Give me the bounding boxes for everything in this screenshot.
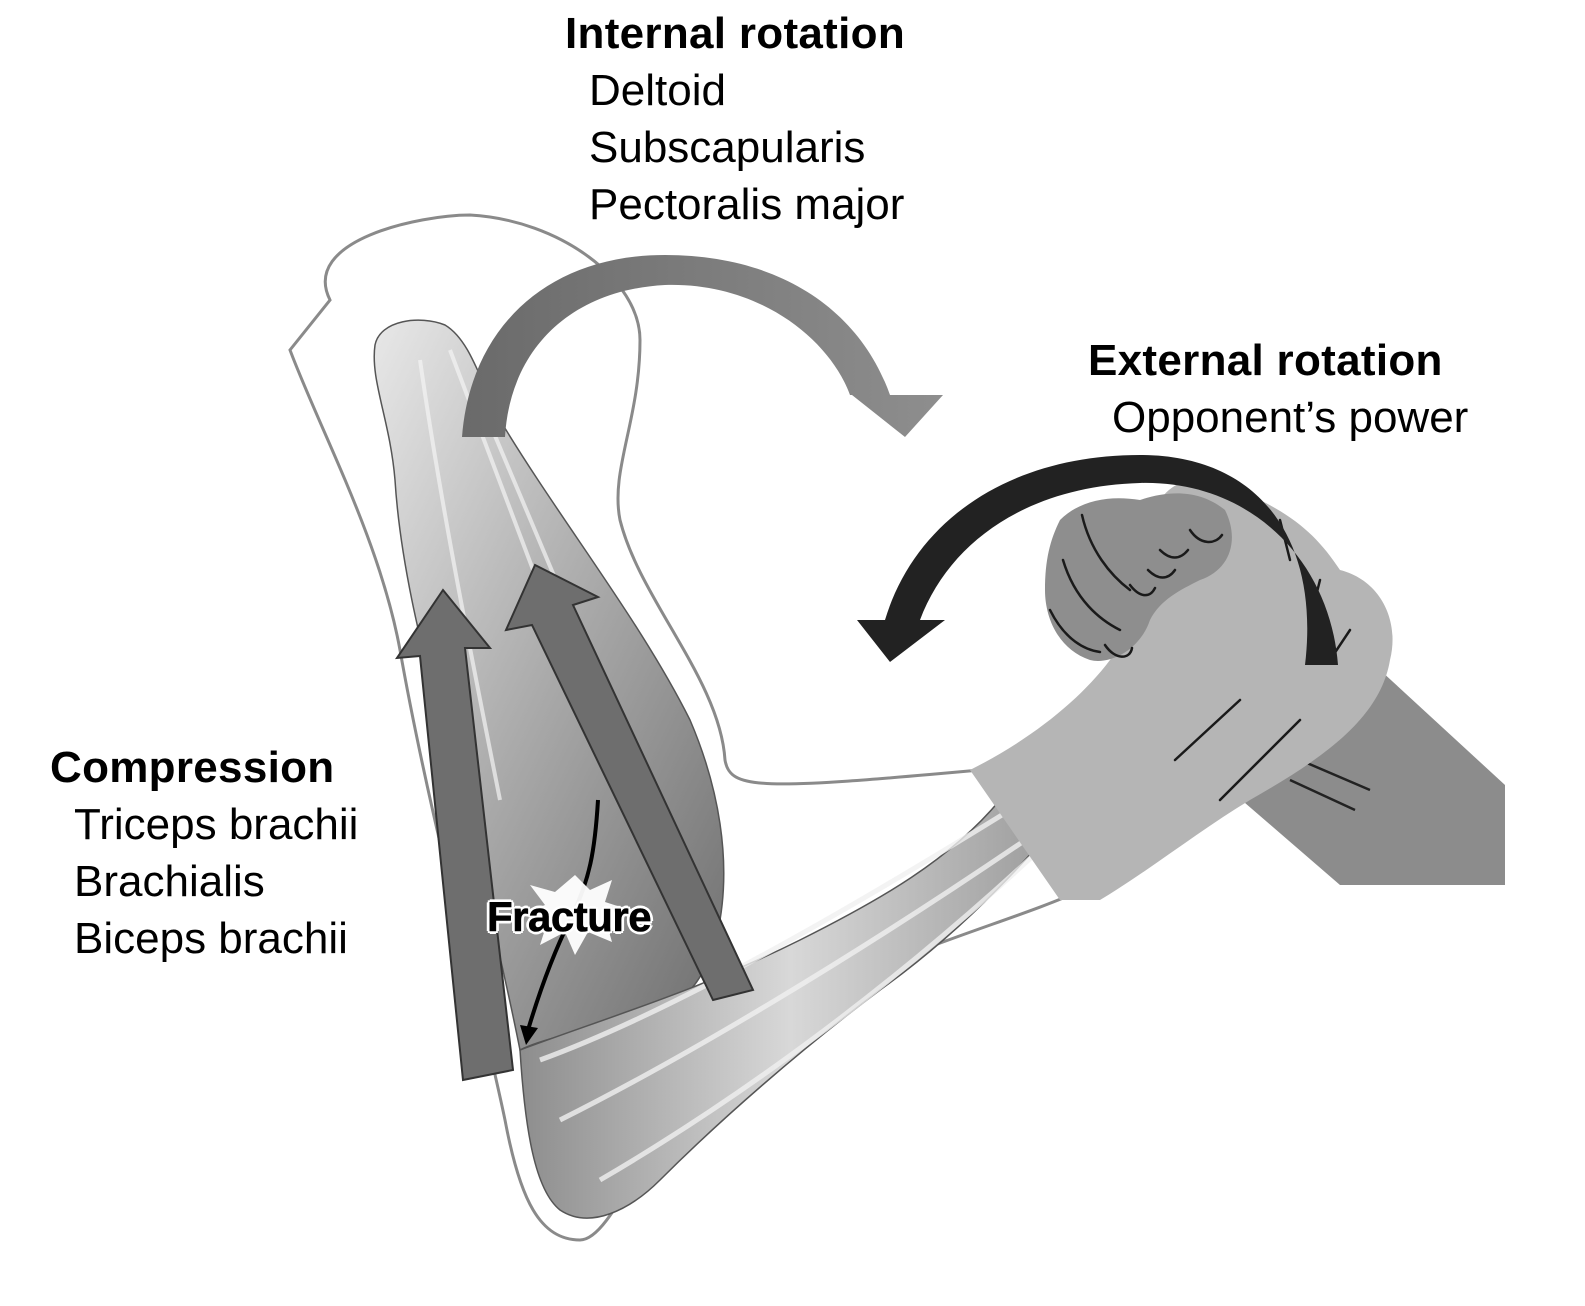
external-rotation-label-group: External rotation Opponent’s power [1088, 333, 1468, 446]
compression-title: Compression [50, 743, 335, 792]
fracture-burst-icon [520, 875, 630, 955]
muscle-label: Biceps brachii [74, 914, 348, 963]
muscle-label: Brachialis [74, 857, 265, 906]
muscle-label: Pectoralis major [589, 180, 905, 229]
opponent-forearm-lines [1289, 758, 1371, 812]
compression-arrow-left [394, 588, 515, 1082]
force-label: Opponent’s power [1112, 393, 1469, 442]
muscle-label: Subscapularis [589, 123, 866, 172]
fracture-label: Fracture [487, 893, 652, 941]
muscle-label: Triceps brachii [74, 800, 359, 849]
muscle-label: Deltoid [589, 66, 726, 115]
internal-rotation-arrow [462, 255, 943, 437]
opponent-forearm [1230, 670, 1505, 885]
compression-label-group: Compression Triceps brachii Brachialis B… [50, 740, 358, 967]
internal-rotation-title: Internal rotation [565, 9, 905, 58]
internal-rotation-label-group: Internal rotation Deltoid Subscapularis … [565, 6, 905, 233]
opponent-fist [1045, 493, 1232, 661]
own-hand [970, 477, 1393, 900]
external-rotation-title: External rotation [1088, 336, 1443, 385]
fracture-arrowhead [520, 1025, 538, 1045]
compression-arrow-right [504, 563, 755, 1002]
external-rotation-arrow [857, 455, 1338, 665]
compression-arrows [394, 563, 755, 1082]
